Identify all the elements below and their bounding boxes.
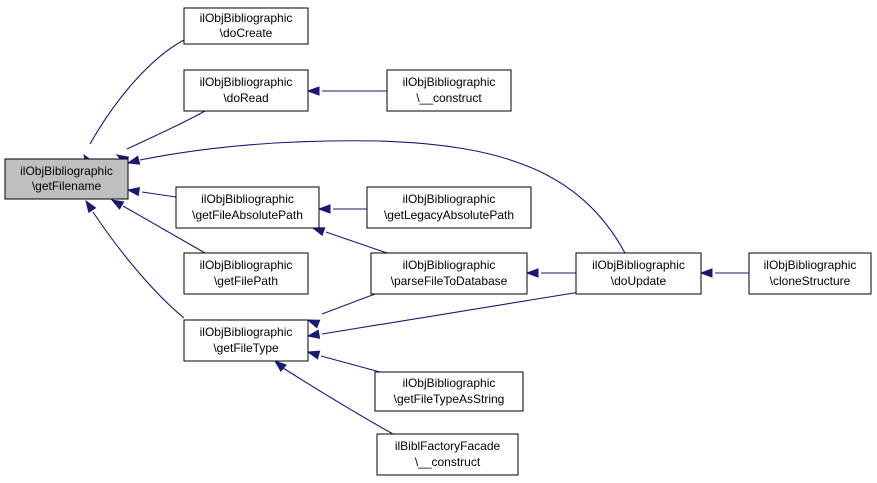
edge-factoryConstruct-to-getFileType: [273, 360, 394, 435]
edge-arrowhead: [273, 360, 287, 372]
edge-doUpdate-to-getFileType: [306, 291, 581, 339]
node-doUpdate[interactable]: ilObjBibliographic \doUpdate: [575, 252, 702, 295]
node-parseFileToDatabase-line1: ilObjBibliographic: [403, 258, 496, 272]
node-factoryConstruct-line1: ilBiblFactoryFacade: [395, 439, 501, 453]
node-doCreate-line1: ilObjBibliographic: [200, 11, 293, 25]
edge-arrowhead: [306, 329, 321, 339]
node-doRead[interactable]: ilObjBibliographic \doRead: [183, 69, 309, 112]
edge-getFileType-to-getFilename: [85, 199, 185, 319]
edges-layer: [83, 39, 749, 435]
node-doRead-line2: \doRead: [223, 91, 268, 105]
edge-parseFileToDatabase-to-getFileAbsolutePath: [311, 227, 388, 254]
node-construct[interactable]: ilObjBibliographic \__construct: [386, 69, 512, 112]
edge-arrowhead: [110, 199, 125, 210]
edge-arrowhead: [85, 199, 97, 214]
node-getLegacyAbsolutePath[interactable]: ilObjBibliographic \getLegacyAbsolutePat…: [366, 186, 532, 229]
node-getFileAbsolutePath-line2: \getFileAbsolutePath: [192, 208, 303, 222]
node-factoryConstruct[interactable]: ilBiblFactoryFacade \__construct: [376, 433, 519, 476]
edge-line: [321, 291, 581, 335]
edge-doCreate-to-getFilename: [83, 39, 185, 168]
node-getFileType[interactable]: ilObjBibliographic \getFileType: [183, 319, 309, 362]
edge-line: [320, 355, 381, 373]
node-cloneStructure-line1: ilObjBibliographic: [764, 258, 857, 272]
edge-parseFileToDatabase-to-getFileType: [306, 293, 376, 329]
node-getFilename[interactable]: ilObjBibliographic \getFilename: [4, 158, 129, 200]
edge-arrowhead: [126, 186, 141, 197]
edge-arrowhead: [311, 227, 326, 237]
edge-line: [92, 211, 185, 319]
node-doCreate[interactable]: ilObjBibliographic \doCreate: [183, 7, 309, 45]
edge-arrowhead: [126, 155, 141, 165]
node-parseFileToDatabase[interactable]: ilObjBibliographic \parseFileToDatabase: [370, 252, 528, 295]
edge-line: [89, 39, 185, 145]
edge-line: [139, 140, 626, 254]
edge-line: [141, 191, 177, 198]
edge-construct-to-doRead: [306, 86, 387, 96]
edge-doUpdate-to-parseFileToDatabase: [525, 268, 576, 278]
node-doUpdate-line2: \doUpdate: [611, 274, 667, 288]
node-getFileType-line1: ilObjBibliographic: [200, 325, 293, 339]
edge-line: [321, 293, 376, 315]
edge-getFileAbsolutePath-to-getFilename: [126, 186, 177, 198]
node-parseFileToDatabase-line2: \parseFileToDatabase: [391, 274, 508, 288]
node-factoryConstruct-line2: \__construct: [415, 455, 481, 469]
edge-arrowhead: [306, 319, 321, 329]
node-getFileAbsolutePath[interactable]: ilObjBibliographic \getFileAbsolutePath: [175, 186, 320, 229]
edge-line: [282, 367, 394, 435]
edge-getFilePath-to-getFilename: [110, 199, 206, 254]
node-getLegacyAbsolutePath-line2: \getLegacyAbsolutePath: [384, 208, 514, 222]
node-getFileAbsolutePath-line1: ilObjBibliographic: [201, 192, 294, 206]
edge-arrowhead: [317, 204, 331, 214]
edge-arrowhead: [699, 268, 713, 278]
node-getFileType-line2: \getFileType: [213, 341, 279, 355]
node-doRead-line1: ilObjBibliographic: [200, 75, 293, 89]
edge-cloneStructure-to-doUpdate: [699, 268, 749, 278]
node-getFilename-line1: ilObjBibliographic: [20, 164, 113, 178]
edge-doUpdate-to-getFilename: [126, 140, 626, 254]
nodes-layer: ilObjBibliographic \getFilename ilObjBib…: [4, 7, 872, 476]
node-getFilePath[interactable]: ilObjBibliographic \getFilePath: [183, 252, 309, 295]
edge-arrowhead: [306, 350, 321, 360]
node-getFileTypeAsString-line2: \getFileTypeAsString: [394, 392, 505, 406]
node-getFileTypeAsString-line1: ilObjBibliographic: [403, 376, 496, 390]
edge-line: [325, 231, 388, 254]
node-getFileTypeAsString[interactable]: ilObjBibliographic \getFileTypeAsString: [374, 371, 524, 412]
edge-getFileTypeAsString-to-getFileType: [306, 350, 381, 373]
node-doCreate-line2: \doCreate: [220, 26, 273, 40]
edge-arrowhead: [306, 86, 320, 96]
node-cloneStructure[interactable]: ilObjBibliographic \cloneStructure: [748, 252, 872, 295]
node-getFilename-line2: \getFilename: [32, 179, 102, 193]
node-getFilePath-line1: ilObjBibliographic: [200, 258, 293, 272]
node-getFilePath-line2: \getFilePath: [214, 274, 278, 288]
node-doUpdate-line1: ilObjBibliographic: [592, 258, 685, 272]
node-getLegacyAbsolutePath-line1: ilObjBibliographic: [403, 192, 496, 206]
node-construct-line1: ilObjBibliographic: [403, 75, 496, 89]
node-cloneStructure-line2: \cloneStructure: [770, 274, 851, 288]
edge-line: [126, 110, 206, 150]
edge-line: [122, 205, 206, 254]
edge-getLegacyAbsolutePath-to-getFileAbsolutePath: [317, 204, 367, 214]
edge-arrowhead: [525, 268, 539, 278]
node-construct-line2: \__construct: [416, 91, 482, 105]
